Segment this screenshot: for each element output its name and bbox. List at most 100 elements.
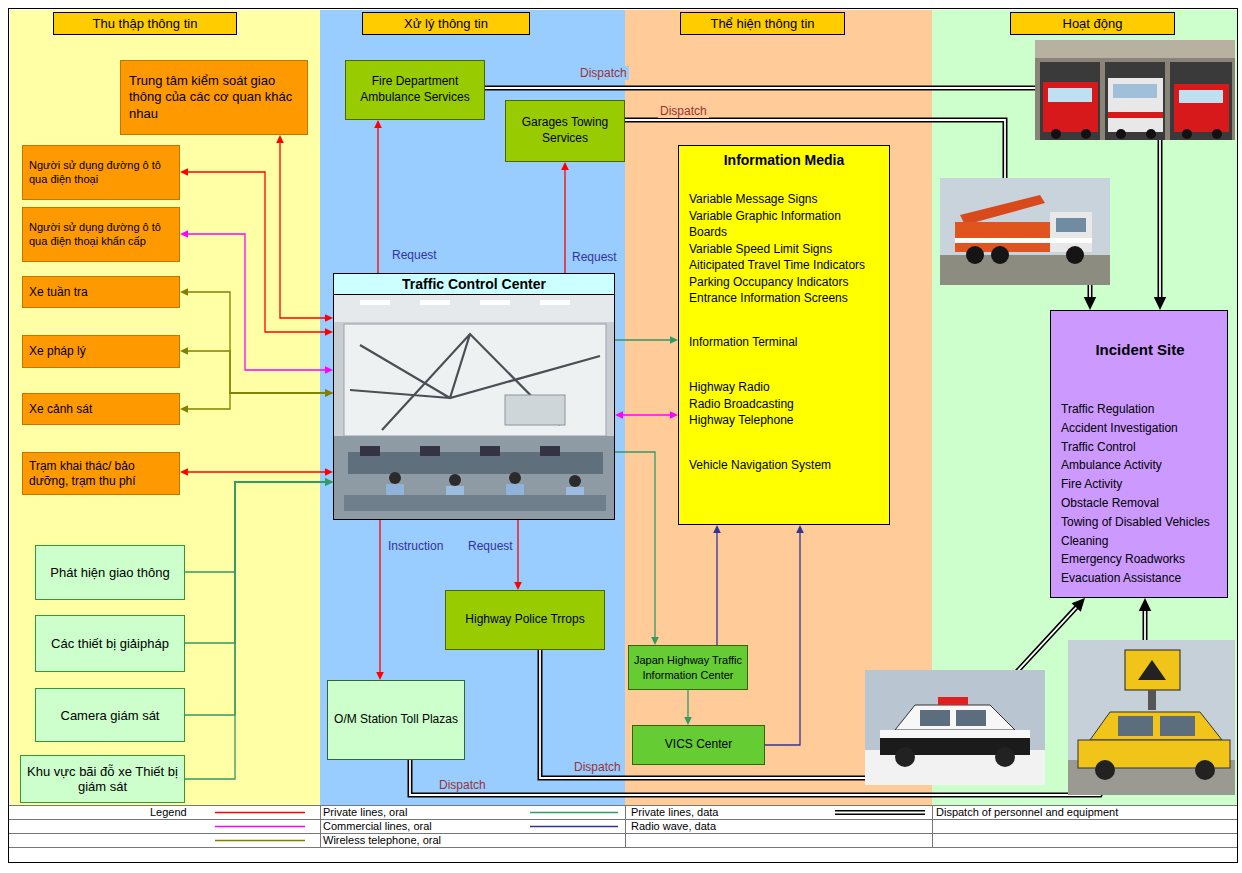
node-title: Camera giám sát xyxy=(42,708,178,723)
connector-line xyxy=(377,127,378,273)
node-title: Japan Highway Traffic Information Center xyxy=(633,653,743,682)
control-room-photo-part xyxy=(480,300,510,305)
arrow-head xyxy=(325,478,333,486)
arrow-head xyxy=(561,162,569,170)
arrow-head xyxy=(514,582,522,590)
info-center-box: VICS Center xyxy=(632,725,765,765)
fire-station-photo-part xyxy=(1179,90,1223,103)
signal-connector xyxy=(180,230,333,374)
connector-line xyxy=(622,414,671,415)
service-box: Garages Towing Services xyxy=(505,100,625,162)
node-title: Xử lý thông tin xyxy=(367,16,525,31)
edge-label: Dispatch xyxy=(437,778,488,792)
arrow-head xyxy=(325,478,333,486)
legend-text: Private lines, oral xyxy=(323,806,407,819)
arrow-head xyxy=(325,478,333,486)
service-box: Fire Department Ambulance Services xyxy=(345,60,485,120)
patrol-car-photo-part xyxy=(1125,650,1180,690)
signal-connector xyxy=(185,478,333,572)
legend-samples-part xyxy=(215,840,305,841)
column-header: Hoạt động xyxy=(1010,12,1175,35)
control-room-photo-part xyxy=(350,334,600,430)
sensor-box: Camera giám sát xyxy=(35,688,185,742)
control-room-photo-part xyxy=(348,452,603,474)
arrow-head xyxy=(180,168,188,176)
patrol-car-photo xyxy=(1068,640,1235,795)
edge-label: Request xyxy=(570,250,619,264)
fire-station-photo-part xyxy=(1040,62,1100,140)
connector-line xyxy=(187,393,326,409)
arrow-head xyxy=(1072,598,1085,612)
signal-connector xyxy=(615,336,678,344)
connector-line xyxy=(185,482,326,715)
node-title: Thu thập thông tin xyxy=(58,16,232,31)
signal-connector xyxy=(684,690,692,725)
source-box: Trung tâm kiểm soát giao thông của các c… xyxy=(120,60,308,135)
tow-truck-photo-part xyxy=(1050,212,1092,252)
arrow-head xyxy=(1139,598,1151,611)
patrol-car-photo-part xyxy=(1118,716,1153,736)
control-room-photo-part xyxy=(344,324,606,436)
node-item: Variable Graphic Information Boards xyxy=(689,208,879,241)
node-item: Obstacle Removal xyxy=(1061,494,1219,513)
legend-samples xyxy=(215,813,925,841)
tow-truck-photo-part xyxy=(966,246,984,264)
edge-label: Request xyxy=(390,248,439,262)
tow-truck-photo-part xyxy=(940,255,1110,285)
arrow-head xyxy=(796,525,804,533)
column-header: Xử lý thông tin xyxy=(362,12,530,35)
signal-connector xyxy=(276,135,333,322)
arrow-head xyxy=(325,389,333,397)
sensor-box: Khu vực bãi đỗ xe Thiết bị giám sát xyxy=(20,755,185,803)
legend-samples-part xyxy=(215,826,305,827)
node-item: Variable Speed Limit Signs xyxy=(689,241,879,258)
signal-connector xyxy=(180,168,333,336)
node-title: Xe cảnh sát xyxy=(29,402,173,417)
legend-text: Wireless telephone, oral xyxy=(323,834,441,847)
police-car-photo-part xyxy=(995,747,1015,767)
fire-station-photo-part xyxy=(1182,129,1192,139)
fire-station-photo-part xyxy=(1048,88,1092,102)
node-title: Người sử dụng đường ô tô qua điện thoại … xyxy=(29,221,173,249)
connector-line xyxy=(185,482,326,779)
legend-grid-part xyxy=(932,805,933,847)
edge-label: Request xyxy=(466,539,515,553)
patrol-car-photo-part xyxy=(1160,716,1195,736)
legend-grid xyxy=(9,805,1237,848)
node-item: Evacuation Assistance xyxy=(1061,569,1219,588)
fire-station-photo-part xyxy=(1043,82,1098,132)
fire-station-photo-part xyxy=(1108,112,1163,118)
station-box: O/M Station Toll Plazas xyxy=(327,680,465,760)
node-item: Highway Radio xyxy=(689,379,879,396)
patrol-car-photo-part xyxy=(1148,690,1156,710)
signal-connector xyxy=(180,468,333,476)
node-item: Traffic Regulation xyxy=(1061,400,1219,419)
connector-line xyxy=(187,292,326,393)
control-room-photo-part xyxy=(449,474,461,486)
legend-samples-part xyxy=(835,810,925,815)
fire-station-photo-part xyxy=(1035,40,1235,58)
connector-line xyxy=(185,482,326,643)
control-room-photo-part xyxy=(334,294,614,322)
edge-label: Instruction xyxy=(386,539,445,553)
edge-label: Dispatch xyxy=(658,104,709,118)
connector-line xyxy=(687,690,688,718)
legend-grid-part xyxy=(625,805,626,847)
source-box: Người sử dụng đường ô tô qua điện thoại xyxy=(22,145,180,200)
fire-station-photo-part xyxy=(1146,129,1156,139)
node-title: Traffic Control Center xyxy=(334,274,614,295)
control-room-photo-part xyxy=(420,300,450,305)
tow-truck-photo-part xyxy=(940,178,1110,285)
node-item: Entrance Information Screens xyxy=(689,290,879,307)
signal-connector xyxy=(765,525,804,745)
police-car-photo-part xyxy=(865,750,1045,785)
control-room-photo-part xyxy=(480,446,500,456)
police-car-photo-part xyxy=(865,670,1045,785)
legend-grid-part xyxy=(9,805,1237,806)
legend-grid-part xyxy=(9,819,1237,820)
edge-label: Dispatch xyxy=(578,66,629,80)
police-car-photo-part xyxy=(895,705,1015,730)
fire-station-photo-part xyxy=(1116,129,1126,139)
source-box: Người sử dụng đường ô tô qua điện thoại … xyxy=(22,207,180,262)
sensor-box: Các thiết bị giảipháp xyxy=(35,615,185,672)
